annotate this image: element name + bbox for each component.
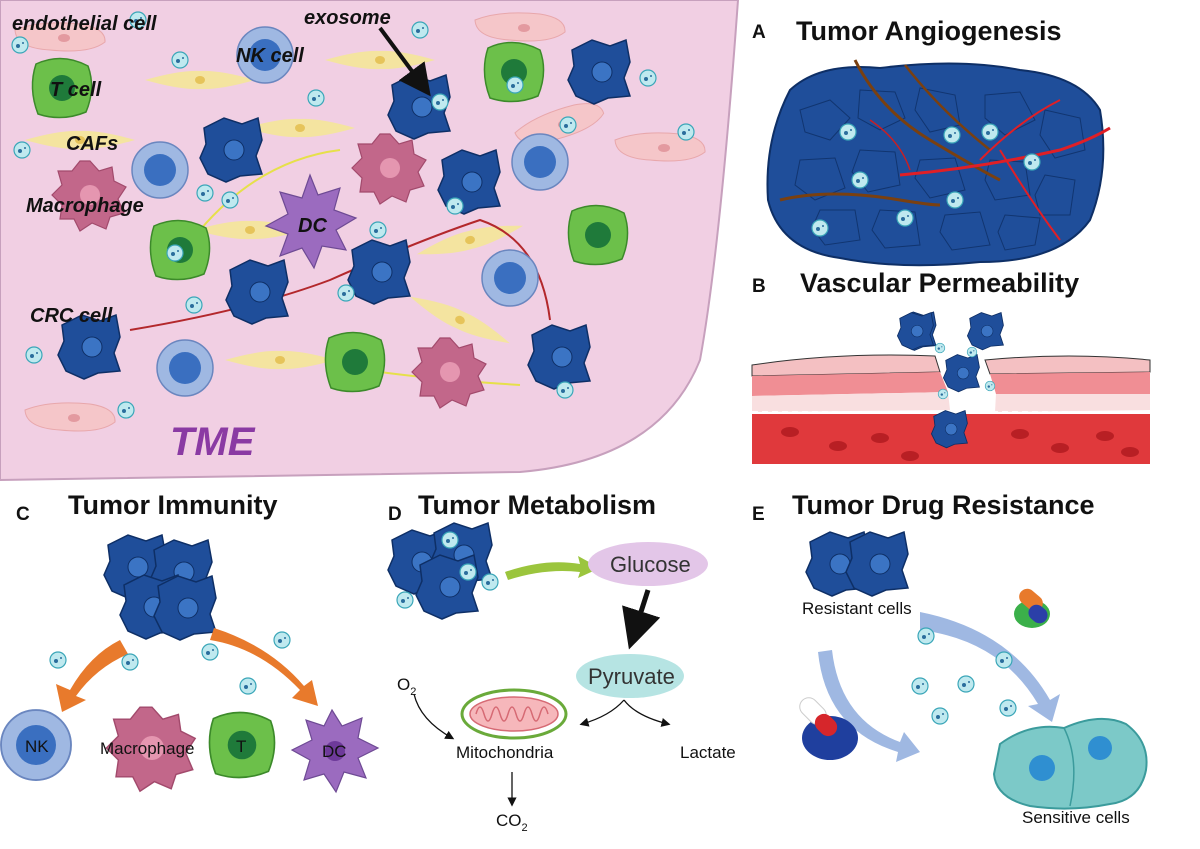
crc-cell [199,117,263,183]
panel-c: C Tumor Immunity NK Macrophage T DC [0,490,380,794]
panel-a-letter: A [752,22,766,43]
vessel-line [199,149,341,231]
nk-cell [511,133,569,191]
drug-pill-lower [799,697,858,760]
panel-c-title: Tumor Immunity [68,490,278,520]
glucose-ellipse [588,542,708,586]
panel-d-title: Tumor Metabolism [418,490,656,520]
label-dc: DC [298,215,327,237]
panel-b-title: Vascular Permeability [800,268,1079,298]
nk-cell [131,141,189,199]
dc-target-label: DC [322,742,347,761]
panel-a-title: Tumor Angiogenesis [796,16,1062,46]
t-cell [567,204,629,266]
dc-target-nucleus [325,741,345,761]
exosome-pointer-arrow [378,26,431,97]
resistant-cells-label: Resistant cells [802,599,912,618]
pyruvate-ellipse [576,654,684,698]
tumor-cluster-c [103,534,217,641]
vessel-wall-right [984,355,1151,412]
sensitive-cells [992,717,1148,810]
resistance-exosomes [911,627,1017,725]
nk-cell [156,339,214,397]
label-macrophage: Macrophage [26,195,144,217]
glucose-label: Glucose [610,552,691,577]
pyruvate-to-mito-arrow [579,699,625,727]
nk-target-label: NK [25,737,49,756]
immunity-exosomes [49,631,291,695]
tme-region: endothelial cell T cell NK cell exosome … [0,0,740,482]
label-nk-cell: NK cell [236,45,304,67]
arrow-resistance-lower [818,650,920,762]
label-cafs: CAFs [66,133,118,155]
panel-e-letter: E [752,504,765,525]
co2-label: CO2 [496,811,528,834]
arrow-to-dc [210,628,318,706]
crc-cell [347,239,411,305]
panel-b: B Vascular Permeability [751,268,1151,464]
arrow-to-nk [56,640,128,712]
arrow-resistance-upper [920,612,1060,722]
macrophage-target-label: Macrophage [100,739,195,758]
mitochondria-label: Mitochondria [456,743,554,762]
label-endothelial-cell: endothelial cell [12,13,157,35]
crc-cell [225,259,289,325]
label-tme: TME [170,420,256,464]
o2-label: O2 [397,675,416,698]
sensitive-cells-label: Sensitive cells [1022,808,1130,827]
label-crc-cell: CRC cell [30,305,113,327]
arrow-to-glucose [505,556,600,580]
label-exosome: exosome [304,7,391,29]
t-target-label: T [236,737,246,756]
vessel-wall-left [751,354,950,412]
glucose-to-pyruvate-arrow [622,589,661,650]
panel-c-letter: C [16,504,30,525]
panel-e-title: Tumor Drug Resistance [792,490,1095,520]
panel-d-letter: D [388,504,402,525]
resistant-cells-cluster [805,531,909,597]
t-cell [324,331,386,393]
pyruvate-label: Pyruvate [588,664,675,689]
mitochondria-organelle [460,688,568,740]
crc-cell [567,39,631,105]
panel-a: A Tumor Angiogenesis [752,16,1111,267]
tumor-mass [766,62,1105,267]
panel-d: D Tumor Metabolism Glucose Pyruvate O2 M… [387,490,736,834]
pyruvate-to-lactate-arrow [623,699,671,727]
o2-arrow [413,693,455,740]
panel-b-letter: B [752,276,766,297]
crc-cell [527,324,591,390]
dc-cell [264,173,358,270]
label-t-cell: T cell [50,79,102,101]
nk-cell [481,249,539,307]
panel-e: E Tumor Drug Resistance Resistant cells [752,490,1148,827]
tumor-vessels [779,59,1111,241]
drug-pill-upper [1014,588,1050,628]
lactate-label: Lactate [680,743,736,762]
